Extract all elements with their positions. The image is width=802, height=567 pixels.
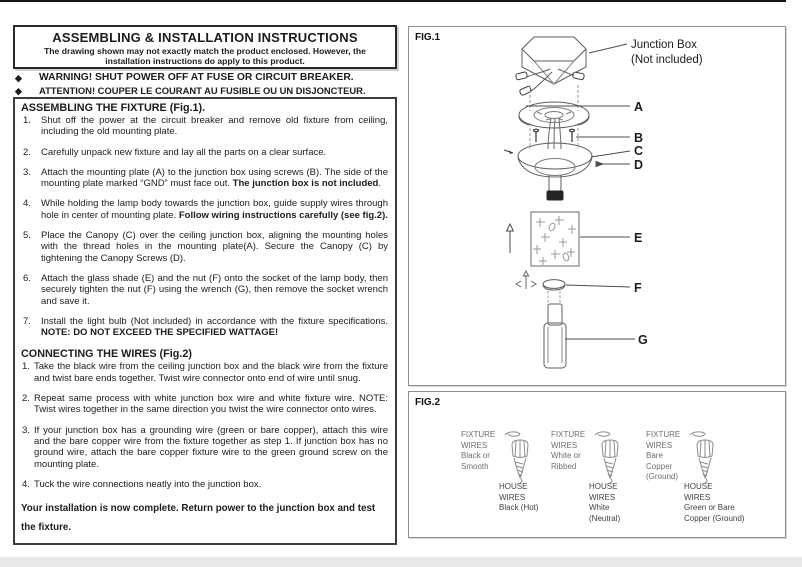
- figure-2-box: FIG.2 FIXTURE WIRES Black or Smooth HOUS…: [408, 391, 786, 538]
- assembling-step-5: 5. Place the Canopy (C) over the ceiling …: [21, 230, 388, 264]
- wire-connector-icon: [504, 431, 529, 484]
- fixture-wires-label: FIXTURE WIRES Bare Copper (Ground): [646, 430, 681, 482]
- assembling-step-3: 3. Attach the mounting plate (A) to the j…: [21, 167, 388, 190]
- warning-text-english: WARNING! SHUT POWER OFF AT FUSE OR CIRCU…: [39, 72, 354, 83]
- wire-group-ground: FIXTURE WIRES Bare Copper (Ground) HOUSE…: [638, 426, 758, 546]
- step-text: While holding the lamp body towards the …: [41, 198, 388, 221]
- step-text-bold: The junction box is not included: [232, 178, 379, 190]
- step-text: Attach the mounting plate (A) to the jun…: [41, 166, 388, 190]
- exploded-fixture-diagram: Junction Box (Not included) A B C D E F …: [503, 36, 703, 369]
- assembling-step-1: 1. Shut off the power at the circuit brea…: [21, 115, 388, 138]
- step-text: Tuck the wire connections neatly into th…: [34, 478, 262, 490]
- assembling-step-4: 4. While holding the lamp body towards th…: [21, 198, 388, 221]
- instructions-box: ASSEMBLING THE FIXTURE (Fig.1). 1. Shut o…: [13, 97, 397, 545]
- step-number: 4.: [23, 198, 31, 210]
- warning-text-french: ATTENTION! COUPER LE COURANT AU FUSIBLE …: [39, 85, 366, 96]
- house-wires-label: HOUSE WIRES Green or Bare Copper (Ground…: [684, 482, 745, 523]
- house-wires-label: HOUSE WIRES White (Neutral): [589, 482, 621, 523]
- step-text-bold: NOTE: DO NOT EXCEED THE SPECIFIED WATTAG…: [41, 327, 279, 339]
- step-text: Repeat same process with white junction …: [34, 393, 388, 416]
- canopy-drawing: [503, 142, 593, 201]
- page-top-rule: [0, 0, 786, 2]
- fixture-wires-label: FIXTURE WIRES Black or Smooth: [461, 430, 496, 471]
- step-text: Take the black wire from the ceiling jun…: [34, 361, 388, 384]
- connecting-step-3: 3. If your junction box has a grounding w…: [21, 425, 388, 470]
- step-number: 3.: [22, 424, 30, 436]
- step-number: 2.: [22, 393, 30, 405]
- step-number: 2.: [23, 146, 31, 158]
- diamond-bullet-icon: ◆: [15, 73, 22, 83]
- assembling-step-7: 7. Install the light bulb (Not included) …: [21, 316, 388, 339]
- assembling-heading: ASSEMBLING THE FIXTURE (Fig.1).: [21, 102, 206, 114]
- junction-box-label-line2: (Not included): [631, 54, 703, 66]
- assembling-step-2: 2. Carefully unpack new fixture and lay a…: [21, 147, 388, 158]
- glass-shade-drawing: [505, 211, 580, 267]
- wire-connector-icon: [594, 431, 619, 484]
- warning-row-french: ◆ ATTENTION! COUPER LE COURANT AU FUSIBL…: [13, 85, 397, 96]
- step-number: 1.: [23, 115, 31, 126]
- junction-box-drawing: [515, 36, 587, 149]
- part-label-A: A: [634, 100, 643, 114]
- nut-drawing: [515, 269, 566, 303]
- step-text: If your junction box has a grounding wir…: [34, 424, 388, 470]
- wire-group-white: FIXTURE WIRES White or Ribbed HOUSE WIRE…: [543, 426, 663, 546]
- connecting-step-4: 4. Tuck the wire connections neatly into …: [21, 479, 388, 490]
- connecting-step-2: 2. Repeat same process with white junctio…: [21, 393, 388, 416]
- assembling-step-6: 6. Attach the glass shade (E) and the nut…: [21, 273, 388, 307]
- figure-2-label: FIG.2: [415, 397, 441, 408]
- step-text-tail: .: [378, 178, 381, 190]
- step-number: 4.: [22, 478, 30, 490]
- connecting-heading: CONNECTING THE WIRES (Fig.2): [21, 348, 192, 361]
- part-label-E: E: [634, 231, 642, 245]
- mounting-plate-drawing: [518, 101, 590, 150]
- step-text-bold: Follow wiring instructions carefully (se…: [178, 209, 388, 221]
- part-label-C: C: [634, 144, 643, 158]
- step-number: 3.: [23, 166, 31, 178]
- warning-section: ◆ WARNING! SHUT POWER OFF AT FUSE OR CIR…: [13, 72, 397, 98]
- warning-row-english: ◆ WARNING! SHUT POWER OFF AT FUSE OR CIR…: [13, 72, 397, 83]
- step-text: Shut off the power at the circuit breake…: [41, 115, 388, 138]
- diagram-labels: Junction Box (Not included) A B C D E F …: [631, 39, 703, 347]
- leader-lines: [526, 43, 635, 340]
- step-number: 1.: [22, 361, 30, 373]
- step-number: 5.: [23, 230, 31, 242]
- connecting-step-1: 1. Take the black wire from the ceiling j…: [21, 361, 388, 384]
- step-text: Install the light bulb (Not included) in…: [41, 315, 388, 327]
- junction-box-label-line1: Junction Box: [631, 39, 697, 51]
- fixture-wires-label: FIXTURE WIRES White or Ribbed: [551, 430, 586, 471]
- wire-connector-icon: [689, 431, 714, 484]
- page-title: ASSEMBLING & INSTALLATION INSTRUCTIONS: [52, 30, 358, 45]
- step-number: 7.: [23, 315, 31, 327]
- step-number: 6.: [23, 272, 31, 284]
- part-label-B: B: [634, 131, 643, 145]
- house-wires-label: HOUSE WIRES Black (Hot): [499, 482, 539, 513]
- part-label-F: F: [634, 281, 642, 295]
- page-subtitle: The drawing shown may not exactly match …: [44, 46, 366, 66]
- wrench-drawing: [543, 303, 567, 369]
- step-text: Place the Canopy (C) over the ceiling ju…: [41, 230, 388, 264]
- page-bottom-edge: [0, 557, 802, 567]
- figure-1-label: FIG.1: [415, 32, 441, 43]
- part-label-G: G: [638, 333, 648, 347]
- step-text: Attach the glass shade (E) and the nut (…: [41, 272, 388, 307]
- diamond-bullet-icon: ◆: [15, 86, 22, 96]
- title-box: ASSEMBLING & INSTALLATION INSTRUCTIONS T…: [13, 25, 397, 69]
- figure-1-box: FIG.1: [408, 26, 786, 386]
- part-label-D: D: [634, 158, 643, 172]
- screws-drawing: [532, 128, 576, 142]
- wire-group-black: FIXTURE WIRES Black or Smooth HOUSE WIRE…: [453, 426, 573, 546]
- step-text: Carefully unpack new fixture and lay all…: [41, 146, 327, 158]
- completion-note: Your installation is now complete. Retur…: [21, 503, 376, 534]
